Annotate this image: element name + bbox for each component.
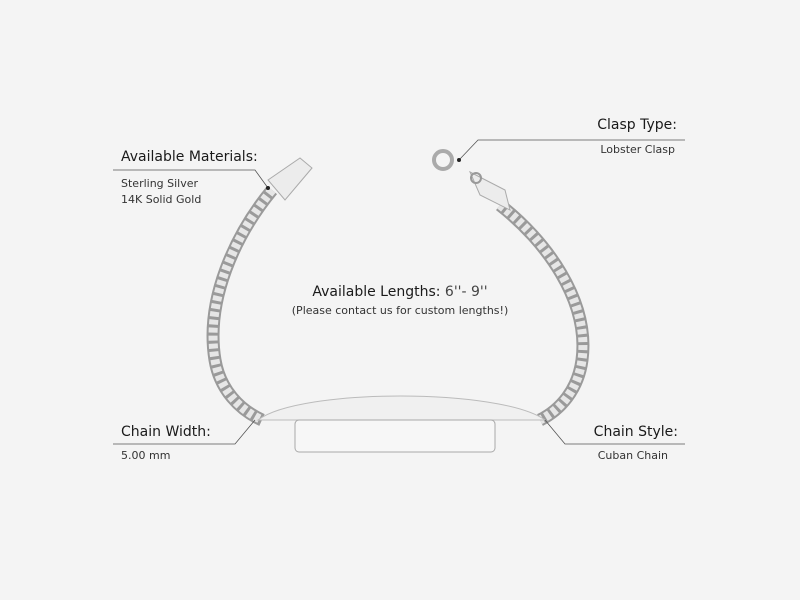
id-plate-back [256,395,547,421]
materials-title: Available Materials: [121,149,258,165]
width-title: Chain Width: [121,424,211,440]
lengths-line: Available Lengths: 6''- 9'' [0,284,800,300]
width-value: 5.00 mm [121,449,171,462]
chain [206,185,590,426]
callout-dot [457,158,461,162]
left-end-cap [267,157,313,201]
lengths-note: (Please contact us for custom lengths!) [291,304,509,317]
clasp-value: Lobster Clasp [600,143,675,156]
callout-dot [266,186,270,190]
id-plate [294,419,496,453]
style-value: Cuban Chain [597,449,668,462]
style-title: Chain Style: [593,424,678,440]
material-item: Sterling Silver [121,177,199,190]
jump-ring [470,172,482,184]
lobster-clasp [432,149,454,171]
callout-lines [113,139,685,445]
material-item: 14K Solid Gold [121,193,202,206]
lengths-label: Available Lengths: [312,284,441,300]
lengths-value: 6''- 9'' [444,284,488,300]
right-end-cap [468,170,511,211]
clasp-title: Clasp Type: [597,117,677,133]
